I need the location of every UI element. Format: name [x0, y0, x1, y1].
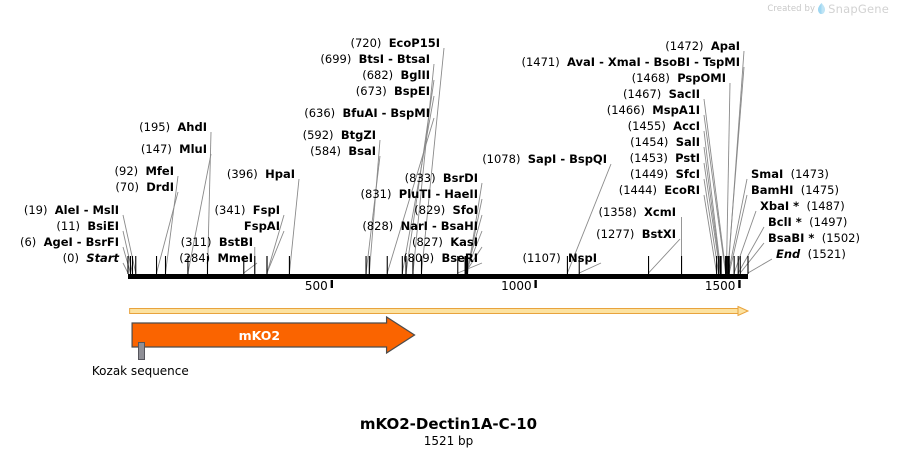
kozak-sequence-label: Kozak sequence: [91, 364, 189, 378]
enzyme-site-XcmI[interactable]: (1358) XcmI: [598, 205, 676, 219]
enzyme-site-SacII[interactable]: (1467) SacII: [623, 87, 700, 101]
enzyme-site-BsiEI[interactable]: (11) BsiEI: [56, 219, 119, 233]
enzyme-site-BfuAI-BspMI[interactable]: (636) BfuAI - BspMI: [304, 106, 430, 120]
enzyme-site-BstXI[interactable]: (1277) BstXI: [596, 227, 676, 241]
snapgene-watermark: Created by SnapGene: [767, 2, 889, 16]
enzyme-site-SfcI[interactable]: (1449) SfcI: [630, 167, 700, 181]
enzyme-site-SfoI[interactable]: (829) SfoI: [414, 203, 478, 217]
enzyme-site-AccI[interactable]: (1455) AccI: [627, 119, 700, 133]
enzyme-site-MspA1I[interactable]: (1466) MspA1I: [606, 103, 700, 117]
enzyme-site-Start[interactable]: (0) Start: [62, 251, 119, 265]
ruler-tick-500: 500: [304, 279, 328, 293]
page-title: mKO2-Dectin1A-C-10: [359, 415, 538, 433]
enzyme-site-SalI[interactable]: (1454) SalI: [630, 135, 700, 149]
watermark-brand: SnapGene: [828, 2, 889, 16]
enzyme-site-BtgZI[interactable]: (592) BtgZI: [302, 128, 376, 142]
enzyme-site-FspAI[interactable]: FspAI: [243, 219, 280, 233]
enzyme-site-BglII[interactable]: (682) BglII: [362, 68, 430, 82]
enzyme-site-BstBI[interactable]: (311) BstBI: [180, 235, 253, 249]
enzyme-site-DrdI[interactable]: (70) DrdI: [115, 180, 174, 194]
enzyme-site-AleI-MslI[interactable]: (19) AleI - MslI: [23, 203, 119, 217]
enzyme-site-SapI-BspQI[interactable]: (1078) SapI - BspQI: [482, 152, 607, 166]
ruler-tick-1000: 1000: [501, 279, 532, 293]
enzyme-site-EcoRI[interactable]: (1444) EcoRI: [618, 183, 700, 197]
enzyme-site-AhdI[interactable]: (195) AhdI: [139, 120, 207, 134]
enzyme-site-BtsI-BtsaI[interactable]: (699) BtsI - BtsaI: [320, 52, 430, 66]
enzyme-site-BclI[interactable]: BclI * (1497): [768, 215, 848, 229]
enzyme-site-MfeI[interactable]: (92) MfeI: [114, 164, 174, 178]
enzyme-site-BamHI[interactable]: BamHI (1475): [751, 183, 839, 197]
enzyme-site-FspI[interactable]: (341) FspI: [214, 203, 280, 217]
enzyme-site-ApaI[interactable]: (1472) ApaI: [665, 39, 740, 53]
snapgene-logo-icon: [818, 3, 826, 15]
enzyme-site-MluI[interactable]: (147) MluI: [140, 142, 207, 156]
enzyme-site-XbaI[interactable]: XbaI * (1487): [760, 199, 845, 213]
enzyme-site-SmaI[interactable]: SmaI (1473): [751, 167, 829, 181]
kozak-sequence-marker[interactable]: [137, 342, 145, 360]
enzyme-site-MmeI[interactable]: (284) MmeI: [179, 251, 253, 265]
enzyme-site-NspI[interactable]: (1107) NspI: [522, 251, 597, 265]
enzyme-site-NarI-BsaHI[interactable]: (828) NarI - BsaHI: [362, 219, 478, 233]
enzyme-site-BspEI[interactable]: (673) BspEI: [355, 84, 430, 98]
enzyme-site-End[interactable]: End (1521): [776, 247, 846, 261]
watermark-prefix: Created by: [767, 4, 816, 14]
enzyme-site-BsaI[interactable]: (584) BsaI: [310, 144, 376, 158]
enzyme-site-PstI[interactable]: (1453) PstI: [629, 151, 700, 165]
enzyme-site-BsaBI[interactable]: BsaBI * (1502): [768, 231, 860, 245]
enzyme-site-AvaI-XmaI-BsoBI-TspMI[interactable]: (1471) AvaI - XmaI - BsoBI - TspMI: [521, 55, 740, 69]
feature-label-mKO2: mKO2: [238, 328, 281, 343]
enzyme-site-BseRI[interactable]: (809) BseRI: [403, 251, 478, 265]
enzyme-site-BsrDI[interactable]: (833) BsrDI: [404, 171, 478, 185]
enzyme-site-AgeI-BsrFI[interactable]: (6) AgeI - BsrFI: [19, 235, 119, 249]
plasmid-length: 1521 bp: [423, 434, 474, 448]
enzyme-site-KasI[interactable]: (827) KasI: [411, 235, 478, 249]
enzyme-site-HpaI[interactable]: (396) HpaI: [226, 167, 295, 181]
ruler-tick-1500: 1500: [704, 279, 736, 293]
enzyme-site-EcoP15I[interactable]: (720) EcoP15I: [350, 36, 440, 50]
sequence-backbone: [128, 274, 748, 279]
enzyme-site-PluTI-HaeII[interactable]: (831) PluTI - HaeII: [360, 187, 478, 201]
enzyme-site-PspOMI[interactable]: (1468) PspOMI: [631, 71, 726, 85]
